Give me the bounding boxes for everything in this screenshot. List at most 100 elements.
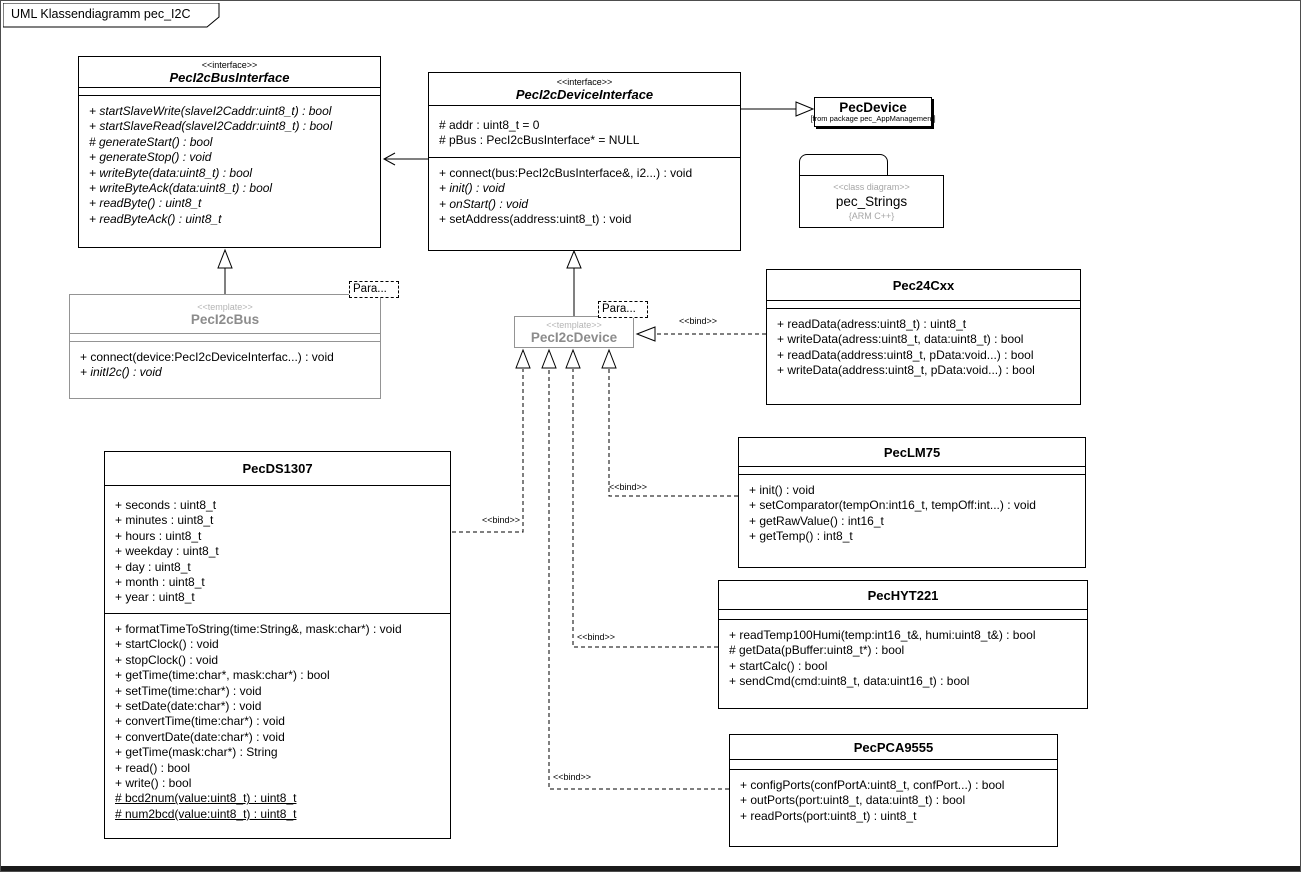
method-row: # num2bcd(value:uint8_t) : uint8_t <box>115 806 297 821</box>
method-row: + sendCmd(cmd:uint8_t, data:uint16_t) : … <box>729 674 970 689</box>
class-header: PecPCA9555 <box>730 735 1057 760</box>
class-box-peci2cdevice[interactable]: <<template>> PecI2cDevice <box>514 316 634 348</box>
method-row: + writeByteAck(data:uint8_t) : bool <box>89 181 273 196</box>
attributes-compartment: # addr : uint8_t = 0 # pBus : PecI2cBusI… <box>429 106 740 158</box>
methods-compartment: + connect(bus:PecI2cBusInterface&, i2...… <box>429 158 740 250</box>
frame-tab-shape <box>3 3 220 28</box>
attributes-compartment <box>70 334 380 342</box>
method-row: + startSlaveRead(slaveI2Caddr:uint8_t) :… <box>89 119 333 134</box>
generalization-peci2cdevice-to-deviceinterface[interactable] <box>566 249 582 316</box>
class-box-peci2cdeviceinterface[interactable]: <<interface>> PecI2cDeviceInterface # ad… <box>428 72 741 251</box>
methods-compartment: + configPorts(confPortA:uint8_t, confPor… <box>730 770 1057 846</box>
association-deviceinterface-to-businterface[interactable] <box>382 152 428 166</box>
attribute-row: # pBus : PecI2cBusInterface* = NULL <box>439 133 640 148</box>
attribute-row: # addr : uint8_t = 0 <box>439 118 540 132</box>
method-row: + readData(address:uint8_t, pData:void..… <box>777 347 1034 362</box>
method-row: + startSlaveWrite(slaveI2Caddr:uint8_t) … <box>89 104 332 118</box>
class-header: PecHYT221 <box>719 581 1087 610</box>
frame-title: UML Klassendiagramm pec_I2C <box>11 7 191 21</box>
method-row: + readPorts(port:uint8_t) : uint8_t <box>740 808 917 823</box>
class-header: PecLM75 <box>739 438 1085 467</box>
method-row: + formatTimeToString(time:String&, mask:… <box>115 622 402 636</box>
class-box-pecdevice[interactable]: PecDevice [from package pec_AppManagemen… <box>810 97 936 127</box>
class-package-note: [from package pec_AppManagement] <box>810 114 936 123</box>
class-box-peci2cbus[interactable]: <<template>> PecI2cBus + connect(device:… <box>69 294 381 399</box>
class-box-pecds1307[interactable]: PecDS1307 + seconds : uint8_t + minutes … <box>104 451 451 839</box>
method-row: + getTime(time:char*, mask:char*) : bool <box>115 668 330 683</box>
method-row: + setComparator(tempOn:int16_t, tempOff:… <box>749 498 1036 513</box>
method-row: + readByteAck() : uint8_t <box>89 211 222 226</box>
package-name: pec_Strings <box>835 193 908 209</box>
class-box-pechyt221[interactable]: PecHYT221 + readTemp100Humi(temp:int16_t… <box>718 580 1088 709</box>
class-name: PecI2cDeviceInterface <box>515 86 654 102</box>
class-name: PecI2cDevice <box>530 329 618 345</box>
method-row: + readTemp100Humi(temp:int16_t&, humi:ui… <box>729 628 1036 642</box>
bind-label-lm75: <<bind>> <box>609 482 648 492</box>
generalization-deviceinterface-to-pecdevice[interactable] <box>741 101 815 117</box>
method-row: + convertDate(date:char*) : void <box>115 729 285 744</box>
template-parameter-box[interactable]: Para... <box>598 301 648 318</box>
package-tab[interactable] <box>799 154 888 176</box>
method-row: + connect(bus:PecI2cBusInterface&, i2...… <box>439 166 693 180</box>
class-name: PecI2cBus <box>190 311 260 327</box>
class-name: PecHYT221 <box>867 587 939 603</box>
method-row: + stopClock() : void <box>115 652 219 667</box>
class-header: Pec24Cxx <box>767 270 1080 301</box>
method-row: + setDate(date:char*) : void <box>115 699 262 714</box>
class-box-pec24cxx[interactable]: Pec24Cxx + readData(adress:uint8_t) : ui… <box>766 269 1081 405</box>
class-name: PecDS1307 <box>242 461 313 476</box>
method-row: # getData(pBuffer:uint8_t*) : bool <box>729 643 905 658</box>
class-name: PecLM75 <box>883 444 941 460</box>
attribute-row: + day : uint8_t <box>115 559 191 574</box>
attribute-row: + minutes : uint8_t <box>115 513 214 528</box>
bind-hyt221-to-peci2cdevice[interactable] <box>565 348 718 648</box>
class-box-peci2cbusinterface[interactable]: <<interface>> PecI2cBusInterface + start… <box>78 56 381 248</box>
attribute-row: + year : uint8_t <box>115 590 195 605</box>
attributes-compartment <box>767 301 1080 309</box>
method-row: + connect(device:PecI2cDeviceInterfac...… <box>80 350 334 364</box>
class-header: <<template>> PecI2cBus <box>70 295 380 334</box>
bind-label-hyt221: <<bind>> <box>577 632 616 642</box>
method-row: + getTemp() : int8_t <box>749 529 853 544</box>
methods-compartment: + readData(adress:uint8_t) : uint8_t + w… <box>767 309 1080 404</box>
methods-compartment: + readTemp100Humi(temp:int16_t&, humi:ui… <box>719 620 1087 708</box>
class-header: <<template>> PecI2cDevice <box>515 317 633 347</box>
method-row: + init() : void <box>749 483 815 497</box>
method-row: + setTime(time:char*) : void <box>115 683 262 698</box>
class-name: PecI2cBusInterface <box>169 69 290 85</box>
method-row: + configPorts(confPortA:uint8_t, confPor… <box>740 778 1005 792</box>
attributes-compartment <box>739 467 1085 475</box>
package-box-pec-strings[interactable]: <<class diagram>> pec_Strings {ARM C++} <box>799 175 944 228</box>
method-row: + convertTime(time:char*) : void <box>115 714 285 729</box>
method-row: + getRawValue() : int16_t <box>749 513 884 528</box>
attribute-row: + weekday : uint8_t <box>115 544 219 559</box>
method-row: + readData(adress:uint8_t) : uint8_t <box>777 317 967 331</box>
package-tag: {ARM C++} <box>848 210 895 221</box>
methods-compartment: + startSlaveWrite(slaveI2Caddr:uint8_t) … <box>79 96 380 247</box>
method-row: + init() : void <box>439 181 505 196</box>
bind-label-pec24cxx: <<bind>> <box>679 316 718 326</box>
bind-pca9555-to-peci2cdevice[interactable] <box>541 348 729 790</box>
method-row: + setAddress(address:uint8_t) : void <box>439 212 632 227</box>
bind-ds1307-to-peci2cdevice[interactable] <box>452 348 531 533</box>
package-stereotype: <<class diagram>> <box>833 181 910 192</box>
class-box-peclm75[interactable]: PecLM75 + init() : void + setComparator(… <box>738 437 1086 568</box>
stereotype-label: <<template>> <box>197 301 253 312</box>
bind-lm75-to-peci2cdevice[interactable] <box>601 348 738 497</box>
attributes-compartment: + seconds : uint8_t + minutes : uint8_t … <box>105 486 450 614</box>
method-row: + startCalc() : bool <box>729 658 828 673</box>
class-name: PecPCA9555 <box>853 739 934 755</box>
method-row: + writeByte(data:uint8_t) : bool <box>89 165 253 180</box>
method-row: + readByte() : uint8_t <box>89 196 202 211</box>
method-row: + initI2c() : void <box>80 365 162 380</box>
attribute-row: + seconds : uint8_t <box>115 498 217 512</box>
generalization-peci2cbus-to-businterface[interactable] <box>217 248 233 296</box>
attributes-compartment <box>730 760 1057 770</box>
class-header: <<interface>> PecI2cBusInterface <box>79 57 380 88</box>
attributes-compartment <box>719 610 1087 620</box>
class-box-pecpca9555[interactable]: PecPCA9555 + configPorts(confPortA:uint8… <box>729 734 1058 847</box>
attribute-row: + hours : uint8_t <box>115 528 202 543</box>
bind-pec24cxx-to-peci2cdevice[interactable] <box>635 326 766 342</box>
template-parameter-box[interactable]: Para... <box>349 281 399 298</box>
